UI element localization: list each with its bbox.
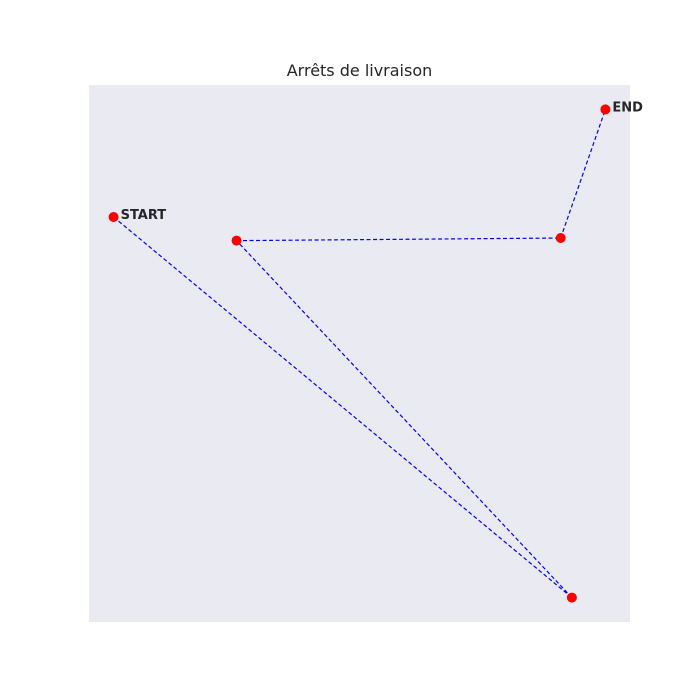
stop-point (108, 212, 119, 223)
chart-title: Arrêts de livraison (287, 61, 433, 80)
stop-point (566, 592, 577, 603)
stop-point (231, 235, 242, 246)
point-label: START (121, 208, 167, 223)
route-segment (236, 240, 573, 599)
point-label: END (612, 100, 643, 115)
route-segment (236, 237, 561, 242)
stop-point (600, 104, 611, 115)
point-labels: START END (121, 100, 644, 223)
route-segment (113, 216, 573, 599)
stop-point (555, 233, 566, 244)
route-lines (113, 109, 606, 599)
route-segment (560, 109, 606, 239)
plot-area (89, 85, 630, 622)
delivery-stops (108, 104, 611, 603)
